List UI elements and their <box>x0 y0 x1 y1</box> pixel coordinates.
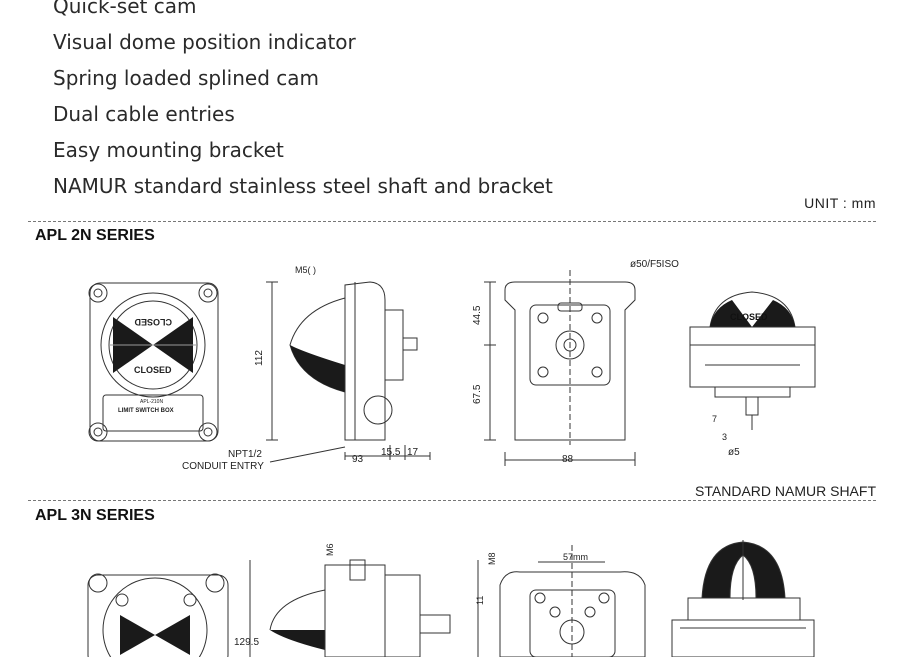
dim-s7: 7 <box>712 414 717 424</box>
model-text: APL-210N <box>140 399 163 405</box>
feature-item: Dual cable entries <box>53 102 235 126</box>
dome-text-flipped: CLOSED <box>134 317 172 327</box>
divider-bottom <box>28 500 876 501</box>
feature-item: Quick-set cam <box>53 0 197 18</box>
side-view-2n <box>266 281 431 463</box>
nameplate-text: LIMIT SWITCH BOX <box>118 408 174 414</box>
dim-width-side: 93 <box>352 454 364 465</box>
shaft-label: STANDARD NAMUR SHAFT <box>695 483 876 499</box>
back-view-3n <box>477 545 646 657</box>
feature-item: NAMUR standard stainless steel shaft and… <box>53 174 553 198</box>
dim-3n-height: 129.5 <box>234 637 259 648</box>
feature-item: Visual dome position indicator <box>53 30 356 54</box>
dome-view-text: CLOSED <box>730 312 768 322</box>
front-view-2n <box>88 282 219 442</box>
dim-d2: 17 <box>407 447 419 458</box>
conduit-label-2: CONDUIT ENTRY <box>182 461 264 472</box>
series-title-2n: APL 2N SERIES <box>35 227 155 244</box>
feature-item: Easy mounting bracket <box>53 138 284 162</box>
dome-view-2n <box>689 291 816 430</box>
feature-item: Spring loaded splined cam <box>53 66 319 90</box>
side-view-3n <box>249 559 451 657</box>
series-title-3n: APL 3N SERIES <box>35 507 155 524</box>
conduit-label-1: NPT1/2 <box>228 449 262 460</box>
dim-top: 44.5 <box>472 305 483 325</box>
dim-bottom: 67.5 <box>472 384 483 404</box>
back-view-2n <box>484 270 636 466</box>
dim-shaft-dia: ø5 <box>728 447 740 458</box>
front-view-3n <box>87 573 229 657</box>
dim-3n-m8: M8 <box>487 552 497 565</box>
dim-3n-m6: M6 <box>325 543 335 556</box>
dim-s3: 3 <box>722 432 727 442</box>
divider-top <box>28 221 876 222</box>
dim-d1: 15.5 <box>381 447 401 458</box>
dim-width-back: 88 <box>562 454 574 465</box>
dim-3n-h-top: 11 <box>475 596 485 605</box>
unit-label: UNIT : mm <box>804 195 876 211</box>
dome-text: CLOSED <box>134 365 172 375</box>
thread-label: M5( ) <box>295 265 316 275</box>
dome-view-3n <box>671 540 815 657</box>
iso-label: ø50/F5ISO <box>630 259 679 270</box>
dim-3n-width-top: 57mm <box>563 552 588 562</box>
feature-list: Quick-set cam Visual dome position indic… <box>53 0 553 204</box>
dim-height: 112 <box>254 350 265 366</box>
